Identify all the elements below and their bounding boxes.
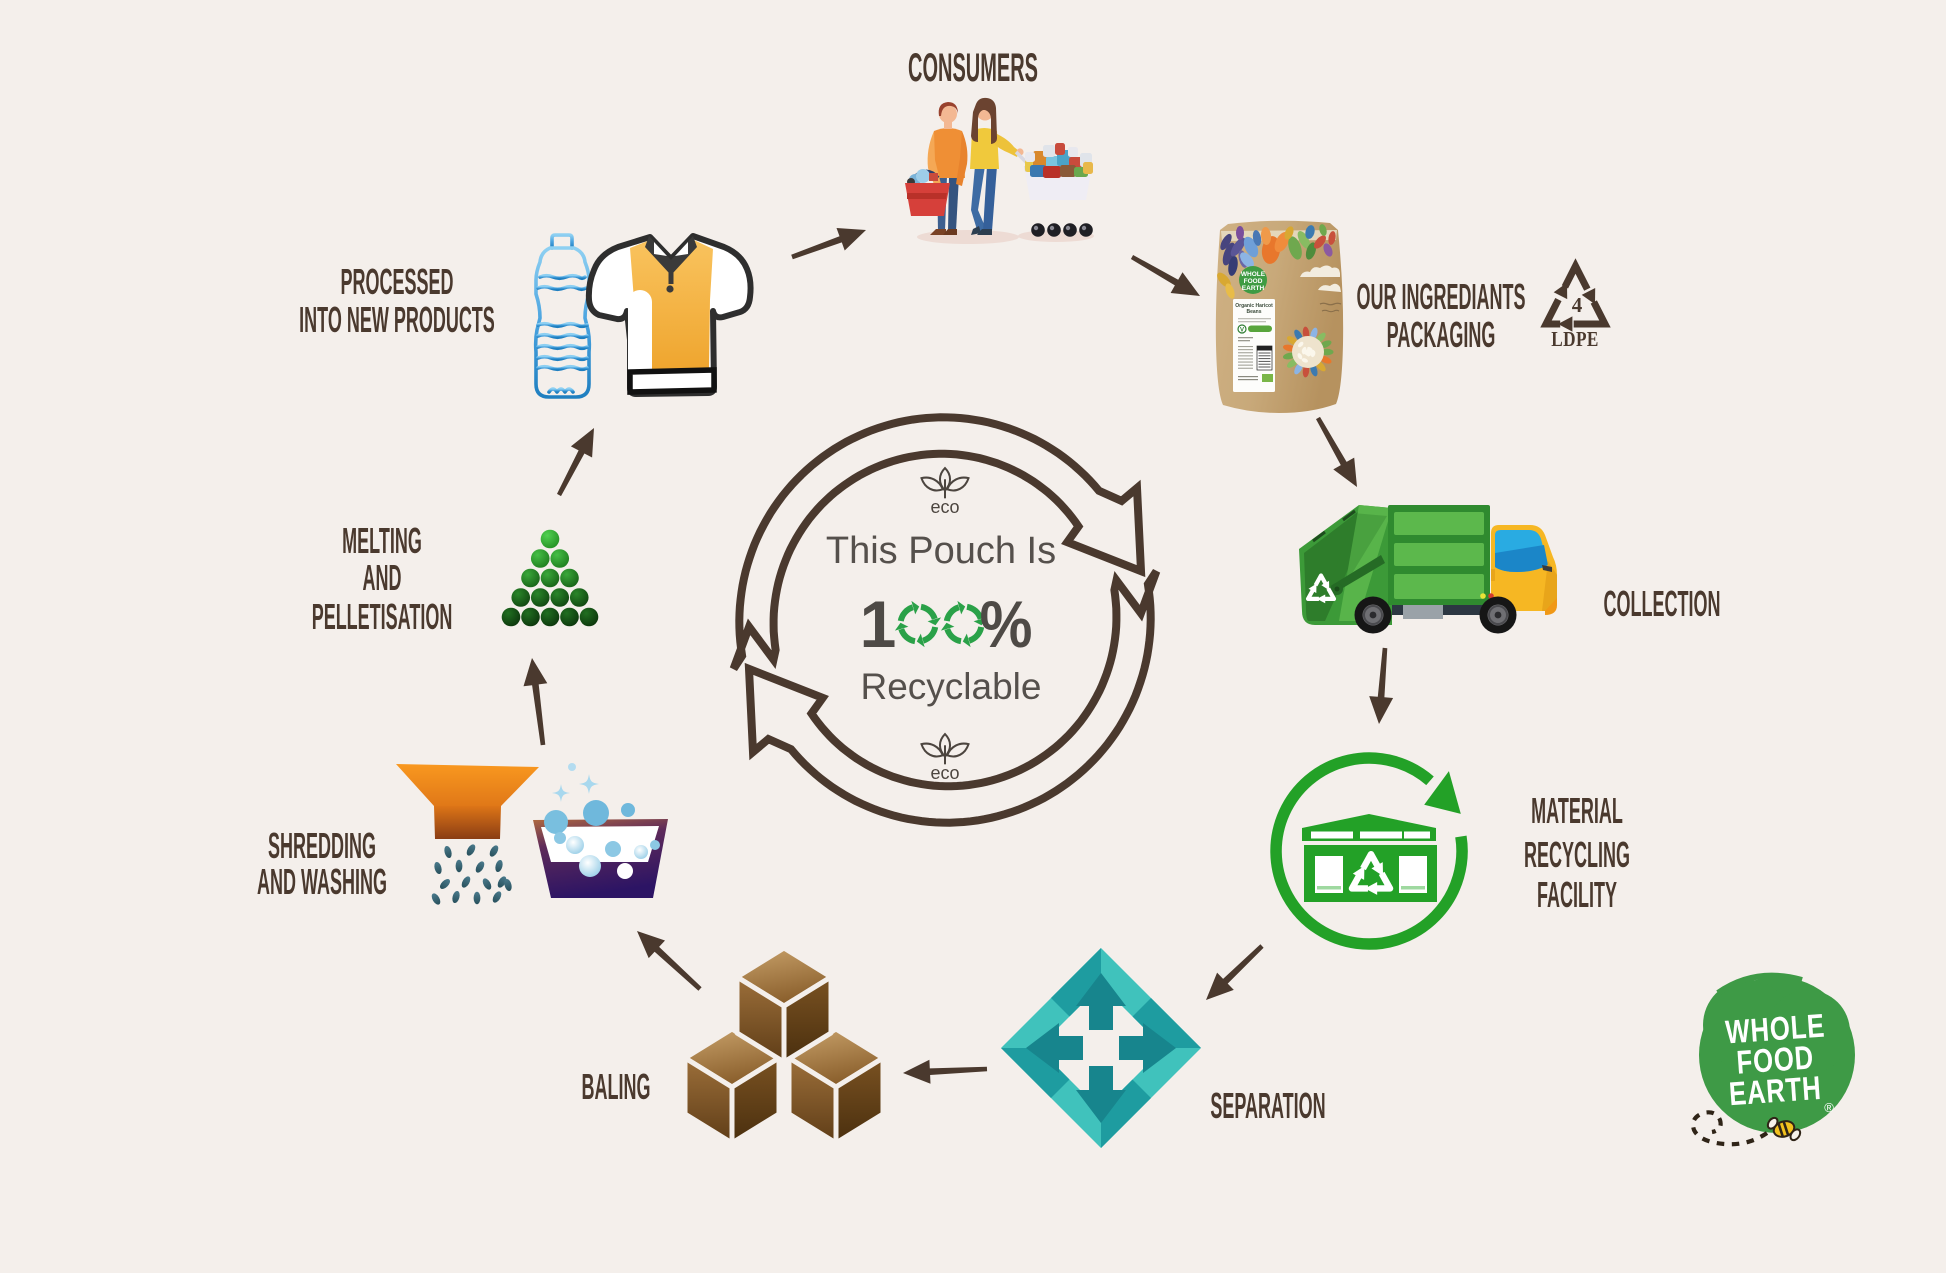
svg-text:BALING: BALING bbox=[582, 1067, 651, 1107]
svg-text:INTO NEW PRODUCTS: INTO NEW PRODUCTS bbox=[299, 300, 495, 340]
svg-text:PACKAGING: PACKAGING bbox=[1387, 315, 1496, 355]
svg-text:SEPARATION: SEPARATION bbox=[1210, 1086, 1325, 1126]
svg-text:SHREDDING: SHREDDING bbox=[268, 826, 376, 866]
svg-text:LDPE: LDPE bbox=[1551, 329, 1599, 352]
svg-text:®: ® bbox=[1824, 1100, 1834, 1115]
svg-text:OUR INGREDIANTS: OUR INGREDIANTS bbox=[1357, 277, 1526, 317]
svg-text:WHOLE: WHOLE bbox=[1241, 271, 1266, 278]
svg-text:4: 4 bbox=[1572, 293, 1583, 317]
svg-text:Beans: Beans bbox=[1246, 309, 1261, 315]
svg-text:MELTING: MELTING bbox=[342, 521, 422, 561]
svg-text:PELLETISATION: PELLETISATION bbox=[312, 597, 453, 637]
svg-text:COLLECTION: COLLECTION bbox=[1604, 584, 1721, 624]
svg-text:This Pouch Is: This Pouch Is bbox=[826, 530, 1056, 572]
svg-text:AND WASHING: AND WASHING bbox=[257, 862, 387, 902]
svg-text:EARTH: EARTH bbox=[1242, 285, 1265, 292]
svg-text:RECYCLING: RECYCLING bbox=[1524, 835, 1630, 875]
svg-text:Recyclable: Recyclable bbox=[861, 666, 1042, 707]
svg-text:%: % bbox=[980, 588, 1033, 662]
svg-text:Organic Haricot: Organic Haricot bbox=[1235, 303, 1273, 309]
svg-text:CONSUMERS: CONSUMERS bbox=[908, 44, 1038, 90]
svg-text:FOOD: FOOD bbox=[1735, 1039, 1815, 1081]
svg-text:MATERIAL: MATERIAL bbox=[1531, 791, 1623, 831]
svg-text:PROCESSED: PROCESSED bbox=[340, 262, 453, 302]
svg-text:eco: eco bbox=[930, 497, 959, 517]
svg-text:V: V bbox=[1240, 328, 1244, 334]
svg-text:FACILITY: FACILITY bbox=[1537, 875, 1617, 915]
svg-text:WHOLE: WHOLE bbox=[1724, 1008, 1826, 1052]
svg-text:eco: eco bbox=[930, 763, 959, 783]
svg-text:1: 1 bbox=[860, 587, 897, 661]
svg-text:AND: AND bbox=[363, 558, 402, 598]
svg-text:FOOD: FOOD bbox=[1244, 278, 1263, 285]
svg-text:EARTH: EARTH bbox=[1728, 1070, 1823, 1113]
